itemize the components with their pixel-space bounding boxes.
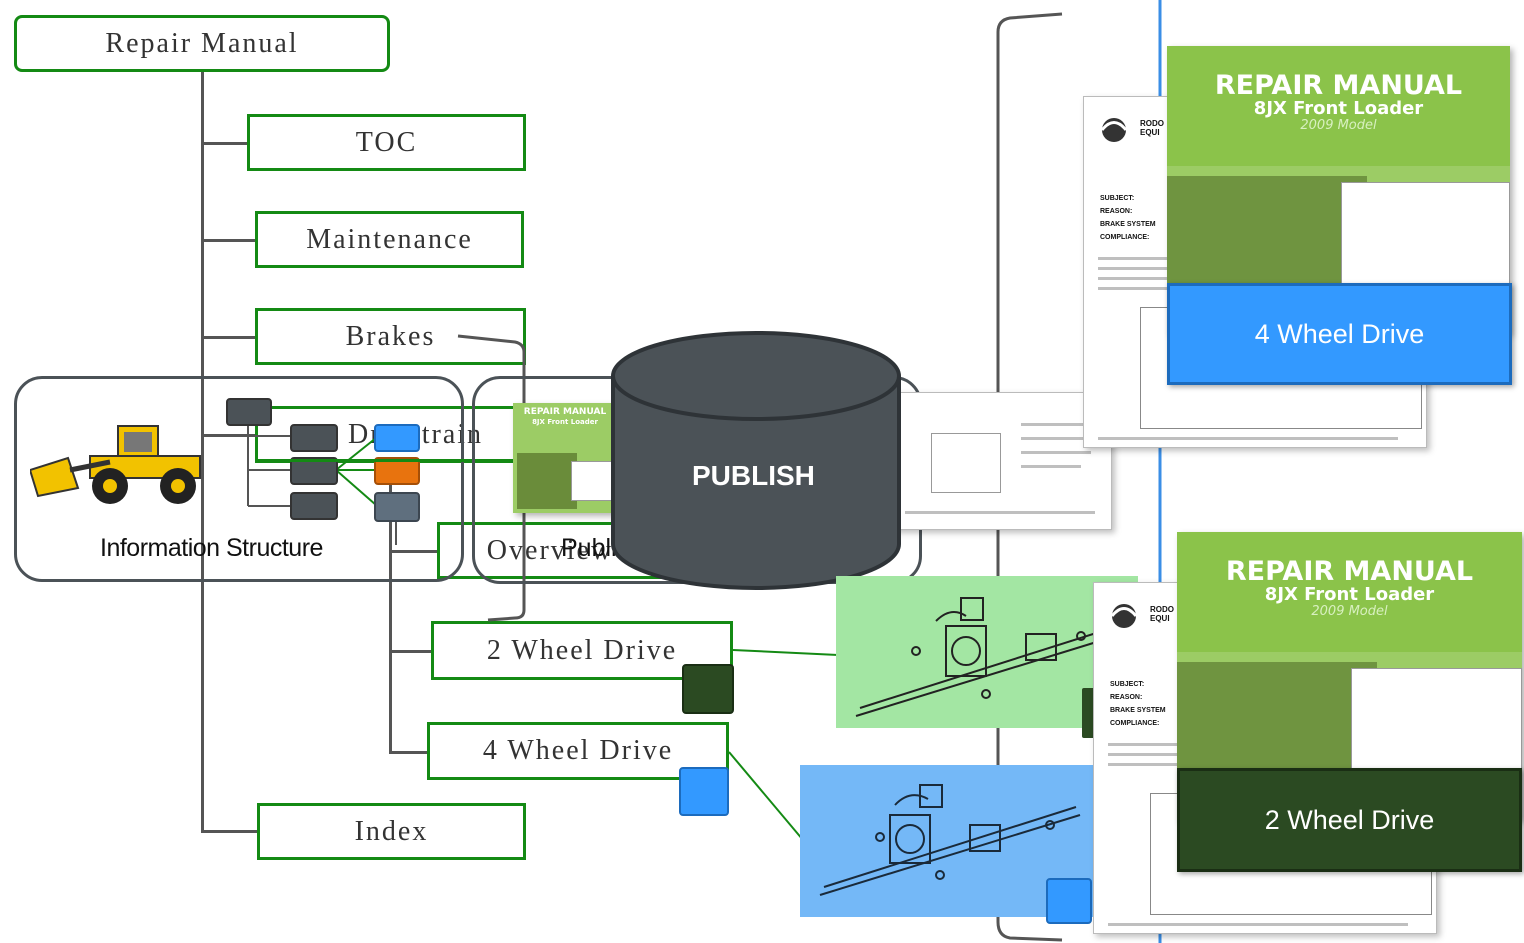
four-wheel-drive-node[interactable]: 4 Wheel Drive — [427, 722, 729, 780]
thumb-drawing — [571, 461, 615, 501]
maintenance-label: Maintenance — [306, 223, 473, 255]
maintenance-node[interactable]: Maintenance — [255, 211, 524, 268]
tree-branch-index — [201, 830, 259, 833]
doc-brake: BRAKE SYSTEM — [1100, 221, 1156, 228]
four-wheel-drive-banner[interactable]: 4 Wheel Drive — [1167, 283, 1512, 385]
thumb-title: REPAIR MANUAL — [523, 407, 607, 417]
two-wheel-drive-label: 2 Wheel Drive — [486, 634, 678, 666]
publish-label: PUBLISH — [692, 460, 815, 491]
tree-trunk — [201, 72, 204, 832]
cover-top-band — [1167, 46, 1510, 166]
two-wheel-drive-node[interactable]: 2 Wheel Drive — [431, 621, 733, 680]
cover-4wd-model: 2009 Model — [1300, 118, 1377, 133]
thumb-machine — [517, 453, 577, 509]
two-wheel-drawing-marker — [1082, 688, 1096, 738]
publish-cover-thumbnail: REPAIR MANUAL 8JX Front Loader — [513, 403, 617, 513]
publish-doc-thumbnail — [890, 392, 1112, 530]
structure-blue-box — [374, 424, 420, 452]
tree-branch-maintenance — [201, 239, 257, 242]
structure-slate-box — [374, 492, 420, 522]
publish-cylinder[interactable] — [609, 330, 903, 592]
two-wheel-drive-banner[interactable]: 2 Wheel Drive — [1177, 768, 1522, 872]
two-wheel-drive-banner-label: 2 Wheel Drive — [1264, 804, 1435, 835]
structure-root-box — [226, 398, 272, 426]
four-wheel-drawing-marker — [1046, 878, 1092, 924]
publish-panel-label: Publi — [561, 534, 617, 562]
doc2-brake: BRAKE SYSTEM — [1110, 707, 1166, 714]
four-wheel-drive-label: 4 Wheel Drive — [482, 735, 674, 766]
thumb-subtitle: 8JX Front Loader — [532, 418, 598, 426]
tree-sub-trunk — [389, 462, 392, 754]
drivetrain-underline — [258, 459, 513, 462]
doc-reason: REASON: — [1100, 208, 1133, 215]
information-structure-label: Information Structure — [100, 534, 323, 562]
two-wheel-variant-marker — [682, 664, 734, 714]
tree-branch-drivetrain — [201, 434, 257, 437]
tree-branch-toc — [201, 142, 249, 145]
brakes-node[interactable]: Brakes — [255, 308, 526, 365]
front-loader-icon — [30, 425, 201, 504]
doc2-logo-text: RODO EQUI — [1150, 605, 1174, 623]
toc-node[interactable]: TOC — [247, 114, 526, 171]
tree-branch-4wd — [389, 751, 429, 754]
cover-4wd-subtitle: 8JX Front Loader — [1253, 98, 1424, 119]
tree-branch-overview — [389, 550, 439, 553]
company-logo-icon — [1100, 118, 1128, 142]
doc-subject: SUBJECT: — [1100, 195, 1135, 202]
structure-box-1 — [290, 424, 338, 452]
index-label: Index — [354, 815, 429, 847]
cover2-top-band — [1177, 532, 1522, 652]
company-logo-icon — [1110, 604, 1138, 628]
doc2-subject: SUBJECT: — [1110, 681, 1145, 688]
doc-compliance: COMPLIANCE: — [1100, 234, 1150, 241]
toc-label: TOC — [355, 126, 418, 158]
doc-logo-text: RODO EQUI — [1140, 119, 1164, 137]
index-node[interactable]: Index — [257, 803, 526, 860]
tree-branch-2wd — [389, 650, 433, 653]
brakes-label: Brakes — [345, 320, 436, 352]
four-wheel-variant-marker — [679, 767, 729, 816]
repair-manual-node[interactable]: Repair Manual — [14, 15, 390, 72]
tree-branch-brakes — [201, 336, 257, 339]
doc2-reason: REASON: — [1110, 694, 1143, 701]
four-wheel-drive-banner-label: 4 Wheel Drive — [1254, 318, 1425, 349]
repair-manual-label: Repair Manual — [105, 27, 299, 59]
cover-2wd-title: REPAIR MANUAL — [1225, 556, 1474, 587]
cover-2wd-model: 2009 Model — [1311, 604, 1388, 619]
cover-2wd-subtitle: 8JX Front Loader — [1264, 584, 1435, 605]
information-structure-panel[interactable] — [14, 376, 464, 582]
cover-4wd-title: REPAIR MANUAL — [1214, 70, 1463, 101]
structure-box-3 — [290, 492, 338, 520]
doc2-compliance: COMPLIANCE: — [1110, 720, 1160, 727]
overview-label: Overview — [486, 534, 614, 566]
